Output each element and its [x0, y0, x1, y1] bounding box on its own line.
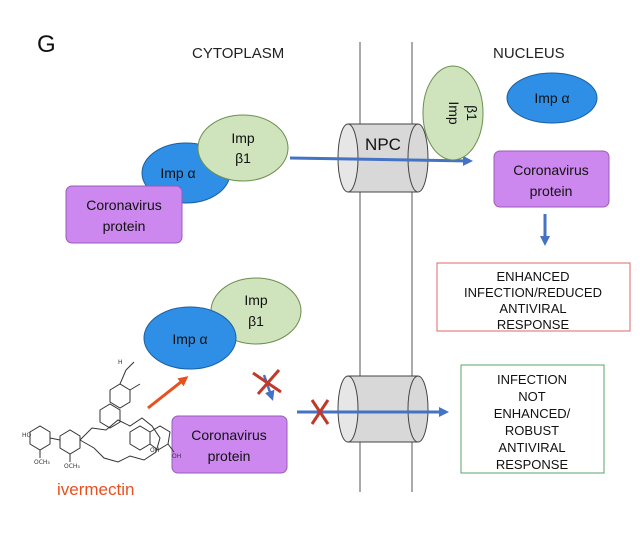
ivermectin-structure-atoms: HO OCH₃ OCH₃ H OH OH — [22, 359, 181, 470]
cytoplasm-label: CYTOPLASM — [192, 45, 284, 62]
outcome-blocked-line-4: ROBUST — [505, 423, 559, 438]
svg-text:HO: HO — [22, 432, 32, 439]
protein-top-label-1: Coronavirus — [86, 197, 161, 213]
panel-letter: G — [37, 31, 56, 58]
imp-beta1-bottom-label-1: Imp — [244, 292, 268, 308]
npc-bottom — [337, 375, 429, 443]
outcome-enhanced-line-3: ANTIVIRAL — [499, 301, 566, 316]
imp-beta1-nucleus-label-2: β1 — [464, 105, 480, 121]
outcome-blocked-line-3: ENHANCED/ — [494, 406, 571, 421]
blocked-import-cross-icon — [310, 399, 330, 425]
ivermectin-label: ivermectin — [57, 480, 134, 499]
protein-bottom-label-2: protein — [208, 448, 251, 464]
imp-alpha-bottom-label: Imp α — [172, 331, 207, 347]
protein-bottom-label-1: Coronavirus — [191, 427, 266, 443]
imp-beta1-nucleus-label-1: Imp — [446, 101, 462, 125]
outcome-blocked-line-2: NOT — [518, 389, 546, 404]
svg-text:OH: OH — [172, 453, 181, 460]
import-arrow-top — [289, 155, 473, 166]
imp-beta1-nucleus — [422, 65, 484, 161]
svg-text:OH: OH — [150, 447, 159, 454]
imp-beta1-top — [197, 114, 289, 182]
outcome-blocked-line-1: INFECTION — [497, 372, 567, 387]
imp-alpha-nucleus-label: Imp α — [534, 90, 569, 106]
blocked-binding-cross-icon — [252, 369, 282, 395]
outcome-enhanced-line-1: ENHANCED — [497, 269, 570, 284]
protein-nucleus-label-2: protein — [530, 183, 573, 199]
outcome-enhanced-line-4: RESPONSE — [497, 317, 570, 332]
outcome-enhanced-box — [436, 262, 631, 332]
outcome-blocked-box — [460, 364, 605, 474]
outcome-enhanced-line-2: INFECTION/REDUCED — [464, 285, 602, 300]
imp-alpha-nucleus — [506, 72, 598, 124]
outcome-blocked-line-5: ANTIVIRAL — [498, 440, 565, 455]
svg-text:OCH₃: OCH₃ — [34, 459, 50, 466]
ivermectin-arrow — [147, 376, 189, 410]
imp-alpha-bottom — [143, 306, 237, 370]
coronavirus-protein-nucleus — [493, 150, 610, 208]
npc-label: NPC — [365, 135, 401, 154]
imp-beta1-top-label-2: β1 — [235, 150, 251, 166]
svg-text:H: H — [118, 359, 123, 366]
blocked-binding-arrow — [262, 374, 275, 401]
svg-text:OCH₃: OCH₃ — [64, 463, 80, 470]
imp-beta1-bottom-label-2: β1 — [248, 313, 264, 329]
coronavirus-protein-bottom — [171, 415, 288, 474]
protein-top-label-2: protein — [103, 218, 146, 234]
imp-beta1-top-label-1: Imp — [231, 130, 255, 146]
outcome-blocked-line-6: RESPONSE — [496, 457, 569, 472]
protein-nucleus-label-1: Coronavirus — [513, 162, 588, 178]
imp-alpha-top-label: Imp α — [160, 165, 195, 181]
nucleus-label: NUCLEUS — [493, 45, 565, 62]
ivermectin-structure-drawing — [29, 361, 175, 463]
coronavirus-protein-top — [65, 185, 183, 244]
